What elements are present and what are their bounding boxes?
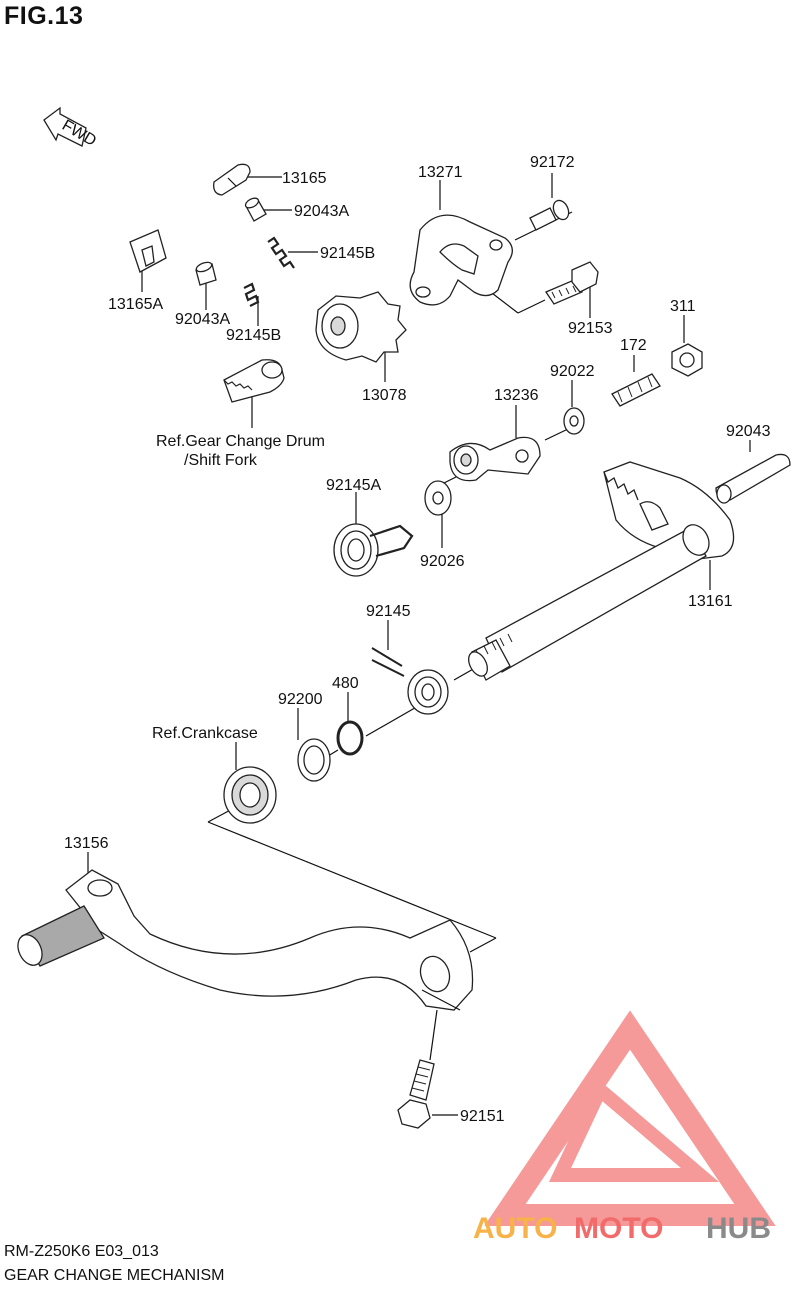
- part-labels: 13165 92043A 92145B 13165A 92043A 92145B…: [64, 154, 771, 1125]
- label-13156: 13156: [64, 835, 109, 852]
- label-13078: 13078: [362, 387, 407, 404]
- label-92172: 92172: [530, 154, 575, 171]
- fwd-arrow-icon: FWD: [43, 106, 99, 150]
- label-92043A-top: 92043A: [294, 203, 349, 220]
- ref-crankcase: Ref.Crankcase: [152, 725, 258, 742]
- label-92022: 92022: [550, 363, 595, 380]
- label-92026: 92026: [420, 553, 465, 570]
- label-92145A: 92145A: [326, 477, 381, 494]
- label-13161: 13161: [688, 593, 733, 610]
- part-13156[interactable]: [13, 869, 474, 1011]
- label-13165A: 13165A: [108, 296, 163, 313]
- part-172[interactable]: [611, 373, 661, 407]
- part-13271[interactable]: [409, 214, 513, 306]
- part-92153[interactable]: [545, 261, 599, 305]
- leader-lines: [87, 173, 751, 1116]
- label-311: 311: [670, 298, 696, 315]
- label-13165: 13165: [282, 170, 327, 187]
- label-92153: 92153: [568, 320, 613, 337]
- label-92151: 92151: [460, 1108, 505, 1125]
- watermark-logo: [484, 1010, 776, 1226]
- label-92145B-bottom: 92145B: [226, 327, 281, 344]
- label-480: 480: [332, 675, 359, 692]
- label-13236: 13236: [494, 387, 539, 404]
- label-92200: 92200: [278, 691, 323, 708]
- part-92026[interactable]: [424, 480, 452, 516]
- part-13161[interactable]: [465, 461, 735, 681]
- part-ref-gear-drum-pin: [223, 359, 285, 403]
- part-92145[interactable]: [371, 647, 449, 715]
- part-13165A[interactable]: [129, 229, 167, 273]
- label-92145B-top: 92145B: [320, 245, 375, 262]
- label-172: 172: [620, 337, 647, 354]
- label-13271: 13271: [418, 164, 463, 181]
- part-13236[interactable]: [449, 436, 541, 482]
- watermark-auto: AUTO: [473, 1212, 557, 1245]
- part-92043A-bottom[interactable]: [195, 261, 217, 286]
- part-92145A[interactable]: [333, 523, 414, 577]
- part-311[interactable]: [671, 343, 703, 377]
- ref-gear-drum-line1: Ref.Gear Change Drum: [156, 433, 325, 450]
- watermark-hub: HUB: [706, 1212, 771, 1245]
- part-92200[interactable]: [297, 738, 331, 782]
- part-13165[interactable]: [213, 163, 251, 196]
- watermark-text: AUTO MOTO HUB: [473, 1212, 771, 1245]
- part-ref-crankcase-seal: [223, 766, 277, 824]
- part-92043A-top[interactable]: [244, 196, 267, 222]
- part-92151[interactable]: [397, 1059, 435, 1129]
- part-92172[interactable]: [529, 198, 572, 231]
- part-92043[interactable]: [715, 453, 791, 504]
- label-92145: 92145: [366, 603, 411, 620]
- ref-gear-drum-line2: /Shift Fork: [184, 452, 258, 469]
- label-92043: 92043: [726, 423, 771, 440]
- part-480[interactable]: [336, 720, 364, 756]
- part-92145B-top[interactable]: [267, 236, 295, 269]
- part-92145B-bottom[interactable]: [243, 282, 260, 307]
- watermark-moto: MOTO: [574, 1212, 663, 1245]
- part-92022[interactable]: [563, 407, 585, 435]
- model-code: RM-Z250K6 E03_013: [4, 1243, 159, 1260]
- label-92043A-bottom: 92043A: [175, 311, 230, 328]
- figure-name: GEAR CHANGE MECHANISM: [4, 1267, 225, 1284]
- figure-title: FIG.13: [4, 2, 84, 30]
- part-13078[interactable]: [315, 291, 407, 363]
